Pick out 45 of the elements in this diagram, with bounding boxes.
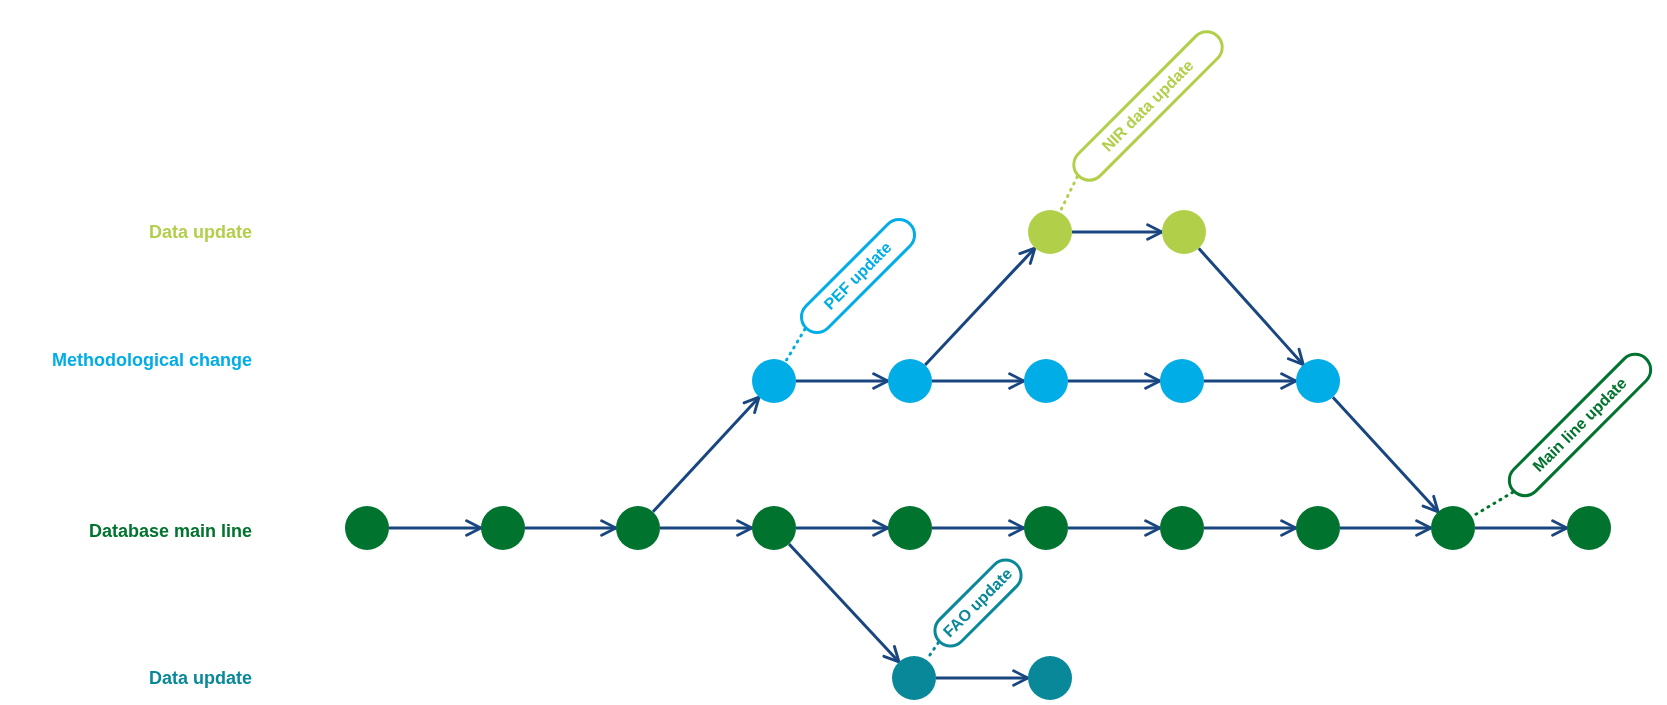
commit-dot: [616, 506, 660, 550]
commit-dot: [1296, 506, 1340, 550]
arrow: [525, 519, 618, 537]
commit-dot: [1028, 210, 1072, 254]
lane-label: Database main line: [88, 520, 252, 542]
lane-label: Methodological change: [52, 349, 252, 371]
commit-dot: [1567, 506, 1611, 550]
commit-dot: [752, 359, 796, 403]
arrow: [1340, 519, 1433, 537]
commit-dot: [1028, 656, 1072, 700]
commit-dot: [1296, 359, 1340, 403]
arrow: [1068, 372, 1162, 390]
arrow: [1204, 372, 1298, 390]
commit-dot: [1160, 359, 1204, 403]
arrow: [660, 519, 754, 537]
leader-line: [783, 327, 807, 364]
arrow: [796, 372, 890, 390]
arrow: [1331, 396, 1440, 514]
commit-dot: [1024, 506, 1068, 550]
leader-line: [1058, 175, 1079, 214]
arrow: [651, 395, 761, 513]
commit-dot: [345, 506, 389, 550]
commit-dot: [888, 506, 932, 550]
commit-dot: [1160, 506, 1204, 550]
commit-dot: [752, 506, 796, 550]
arrow: [1068, 519, 1162, 537]
commit-dot: [481, 506, 525, 550]
arrow: [1197, 247, 1305, 367]
arrow: [932, 372, 1026, 390]
arrow: [1072, 223, 1164, 241]
commit-dot: [1431, 506, 1475, 550]
commit-dot: [888, 359, 932, 403]
arrow: [932, 519, 1026, 537]
arrow: [936, 669, 1030, 687]
commit-dot: [1024, 359, 1068, 403]
arrow: [1475, 519, 1569, 537]
lane-label: Data update: [148, 221, 252, 243]
arrow: [1204, 519, 1298, 537]
lane-label: Data update: [148, 667, 252, 689]
arrow: [787, 543, 901, 664]
commit-dot: [1162, 210, 1206, 254]
arrow: [389, 519, 483, 537]
commit-dot: [892, 656, 936, 700]
arrow: [923, 246, 1037, 366]
arrow: [796, 519, 890, 537]
